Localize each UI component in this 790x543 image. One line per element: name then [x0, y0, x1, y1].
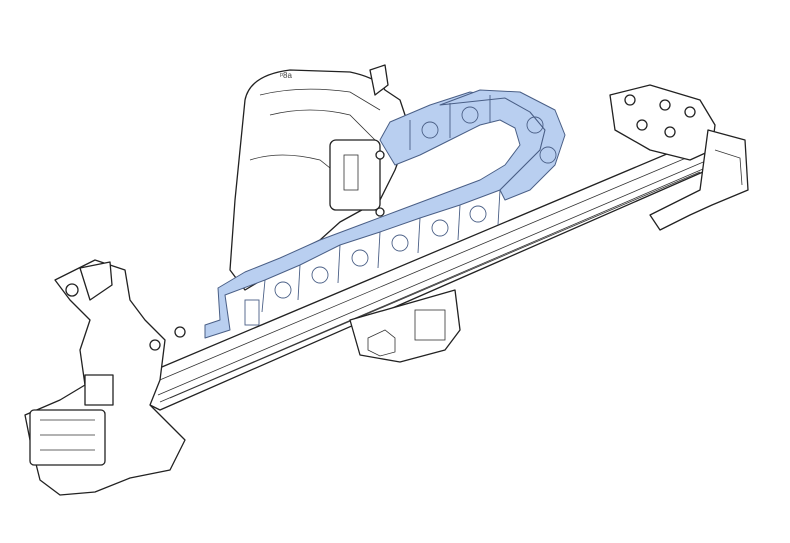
- part-marking: ᵖ8a: [280, 71, 292, 80]
- chain-links: [244, 95, 557, 326]
- lower-carriage-block: [349, 289, 461, 363]
- cable-drag-chain: [204, 89, 566, 339]
- print-head-carriage: ᵖ8a: [229, 64, 411, 291]
- right-idler-end: [609, 84, 749, 231]
- left-motor-mount: [24, 259, 186, 496]
